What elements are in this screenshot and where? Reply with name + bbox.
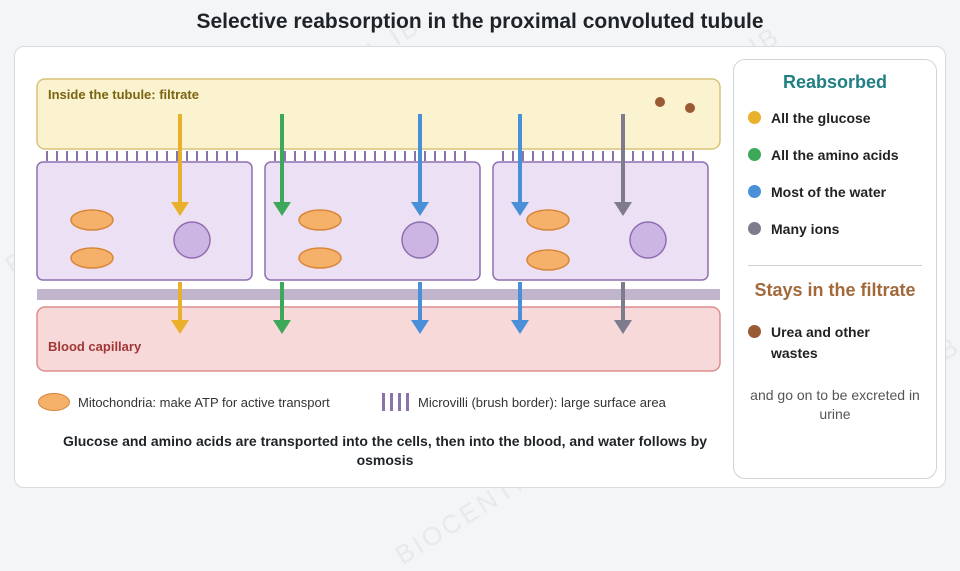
mitochondrion (526, 209, 570, 231)
reabsorbed-item: Most of the water (748, 182, 886, 203)
nucleus (629, 221, 667, 259)
ion-dot-icon (748, 222, 761, 235)
microvilli (46, 151, 694, 161)
glucose-dot-icon (748, 111, 761, 124)
reabsorbed-item-label: All the amino acids (771, 147, 899, 163)
microvilli-swatch-icon (382, 393, 409, 411)
amino-acid-dot-icon (748, 148, 761, 161)
mitochondrion (526, 249, 570, 271)
urea-particle (685, 103, 695, 113)
reabsorbed-item: All the amino acids (748, 145, 899, 166)
filtrate-lumen (36, 78, 721, 150)
mitochondrion (70, 247, 114, 269)
reabsorbed-heading: Reabsorbed (782, 72, 888, 92)
mitochondrion (298, 209, 342, 231)
amino-acid-arrow (273, 114, 291, 334)
reabsorbed-item-label: All the glucose (771, 110, 871, 126)
stays-item-label: Urea and other wastes (771, 324, 870, 361)
legend-microvilli: Microvilli (brush border): large surface… (382, 393, 666, 411)
urea-dot-icon (748, 325, 761, 338)
epithelial-cell (36, 161, 253, 281)
water-dot-icon (748, 185, 761, 198)
reabsorbed-item-label: Many ions (771, 221, 840, 237)
reabsorbed-item: Many ions (748, 219, 839, 240)
stays-note: and go on to be excreted in urine (750, 387, 920, 422)
nucleus (401, 221, 439, 259)
tubule-diagram (36, 78, 721, 372)
water-arrow (511, 114, 529, 334)
legend-microvilli-label: Microvilli (brush border): large surface… (418, 394, 666, 410)
legend-mitochondria: Mitochondria: make ATP for active transp… (38, 393, 330, 411)
page-title: Selective reabsorption in the proximal c… (196, 10, 764, 33)
legend-mitochondria-label: Mitochondria: make ATP for active transp… (78, 394, 330, 410)
reabsorbed-item: All the glucose (748, 108, 871, 129)
filtrate-label: Inside the tubule: filtrate (48, 87, 199, 102)
epithelial-cell (264, 161, 481, 281)
key-panel: Reabsorbed All the glucose All the amino… (733, 59, 937, 479)
reabsorbed-item-label: Most of the water (771, 184, 887, 200)
basement-membrane (37, 289, 720, 300)
urea-particle (655, 97, 665, 107)
water-arrow (411, 114, 429, 334)
mitochondrion-swatch-icon (38, 393, 70, 411)
ion-arrow (614, 114, 632, 334)
mitochondrion (298, 247, 342, 269)
stays-heading: Stays in the filtrate (754, 280, 916, 300)
blood-capillary (36, 306, 721, 372)
blood-capillary-label: Blood capillary (48, 339, 142, 354)
nucleus (173, 221, 211, 259)
summary-text: Glucose and amino acids are transported … (62, 433, 708, 468)
epithelial-cell (492, 161, 709, 281)
divider (748, 265, 922, 266)
stays-item: Urea and other wastes (748, 322, 898, 364)
glucose-arrow (171, 114, 189, 334)
mitochondrion (70, 209, 114, 231)
